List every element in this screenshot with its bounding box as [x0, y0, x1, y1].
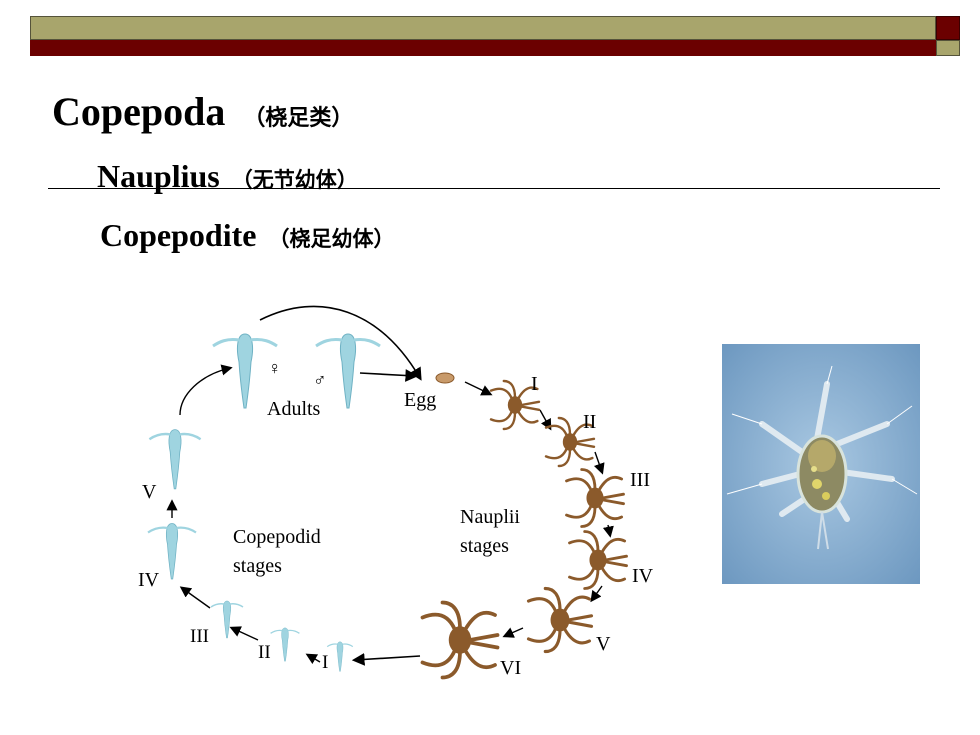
arrow-adult-to-egg	[259, 305, 422, 381]
egg-label: Egg	[404, 389, 436, 411]
arrow-c3-to-c4	[179, 586, 211, 609]
arrow-n6-to-c1	[351, 653, 421, 666]
subtitle-nauplius: Nauplius（无节幼体）	[97, 158, 358, 195]
arrow-egg-to-n1	[464, 381, 493, 396]
copepodid-label-5: V	[142, 481, 157, 503]
subtitle-copepodite-latin: Copepodite	[100, 217, 257, 253]
copepodid-stage-2	[269, 627, 301, 662]
arrow-c1-to-c2	[305, 653, 321, 665]
copepodid-label-1: I	[322, 652, 328, 673]
header-square-maroon	[936, 16, 960, 40]
arrow-c2-to-c3	[229, 626, 259, 641]
life-cycle-diagram: ♀ ♂ Adults Egg I II III IV V VI Nauplii …	[138, 305, 654, 680]
adults-label: Adults	[267, 398, 321, 420]
egg-shape	[435, 372, 455, 384]
nauplius-stage-4	[568, 530, 628, 590]
slide-title: Copepoda （桡足类）	[52, 88, 353, 135]
nauplius-label-1: I	[531, 373, 538, 395]
copepodid-stage-1	[326, 641, 354, 673]
arrow-male-to-egg	[359, 369, 419, 382]
female-symbol: ♀	[268, 358, 282, 378]
copepodite-photo	[722, 344, 920, 584]
arrow-n5-to-n6	[502, 627, 524, 638]
title-latin: Copepoda	[52, 89, 226, 134]
arrow-n4-to-n5	[590, 585, 603, 603]
copepodid-stages-label-line1: Copepodid	[233, 526, 321, 548]
nauplius-stage-5	[526, 586, 594, 654]
arrow-n2-to-n3	[593, 451, 605, 475]
nauplius-label-3: III	[630, 469, 650, 491]
header-bar-maroon	[30, 40, 936, 56]
divider-line	[48, 188, 940, 189]
nauplius-label-2: II	[583, 411, 596, 433]
nauplius-stage-6	[420, 600, 500, 680]
copepodid-label-2: II	[258, 642, 271, 663]
nauplius-stage-3	[565, 468, 625, 528]
nauplii-stages-label-line1: Nauplii	[460, 506, 520, 528]
subtitle-copepodite-chinese: （桡足幼体）	[268, 227, 395, 251]
arrow-n3-to-n4	[602, 524, 614, 538]
title-chinese: （桡足类）	[243, 106, 354, 131]
subtitle-copepodite: Copepodite （桡足幼体）	[100, 217, 394, 254]
nauplius-label-6: VI	[500, 657, 521, 679]
copepodid-stage-3	[210, 600, 244, 639]
male-symbol: ♂	[313, 370, 327, 390]
header-bar-olive	[30, 16, 936, 40]
nauplius-label-5: V	[596, 633, 611, 655]
copepodid-label-4: IV	[138, 569, 160, 591]
nauplius-label-4: IV	[632, 565, 654, 587]
copepodid-stage-5	[148, 428, 202, 490]
arrow-c5-to-adult	[179, 364, 233, 416]
copepodid-stages-label-line2: stages	[233, 555, 282, 577]
arrow-n1-to-n2	[539, 409, 552, 431]
header-square-olive	[936, 40, 960, 56]
nauplii-stages-label-line2: stages	[460, 535, 509, 557]
copepodid-label-3: III	[190, 626, 209, 647]
